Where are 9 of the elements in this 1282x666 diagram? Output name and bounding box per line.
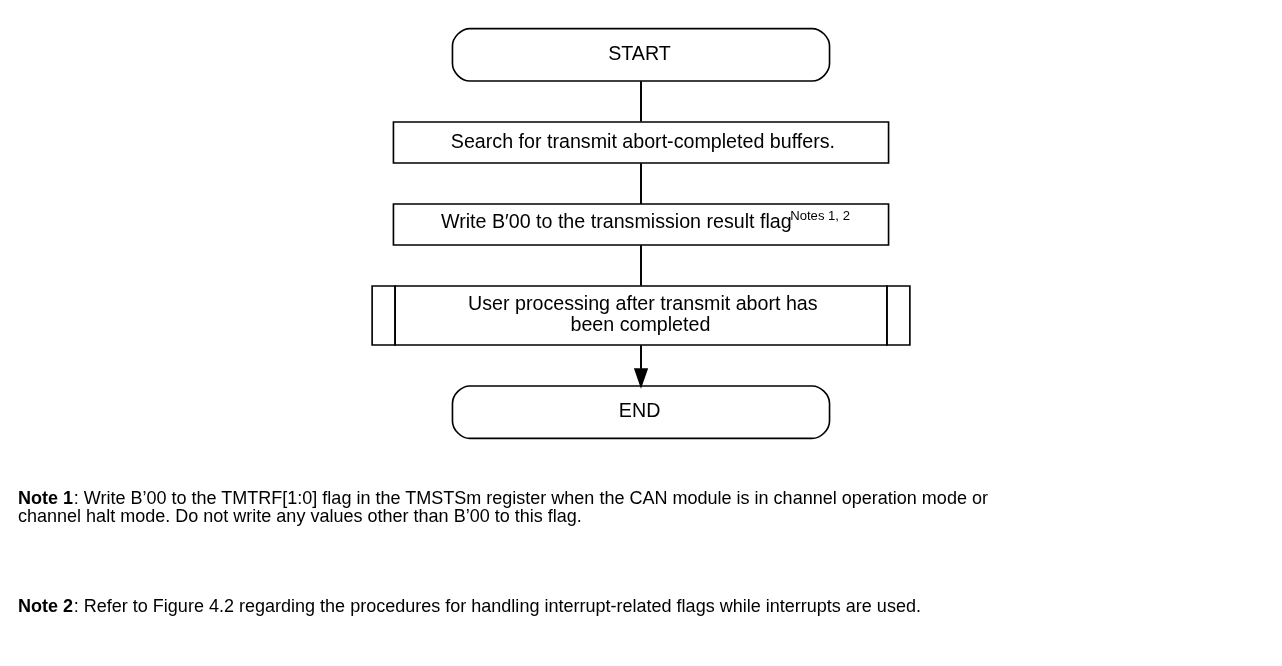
node-box: Search for transmit abort-completed buffers. — [392, 120, 890, 164]
label: Note 1: Write B’00 to the TMTRF[1:0] flag in the TMSTSm register when the CAN module is in channel operation mode or channel halt mode. Do not write any values other than B’00 to this flag. — [18, 487, 988, 526]
connector — [640, 79, 642, 122]
node-box: START — [451, 27, 831, 82]
label: Note 2: Refer to Figure 4.2 regarding the procedures for handling interrupt-related flags while interrupts are used. — [18, 595, 921, 616]
connector — [640, 243, 642, 287]
node-box: END — [451, 384, 831, 439]
connector — [640, 161, 642, 205]
arrow — [633, 343, 649, 389]
